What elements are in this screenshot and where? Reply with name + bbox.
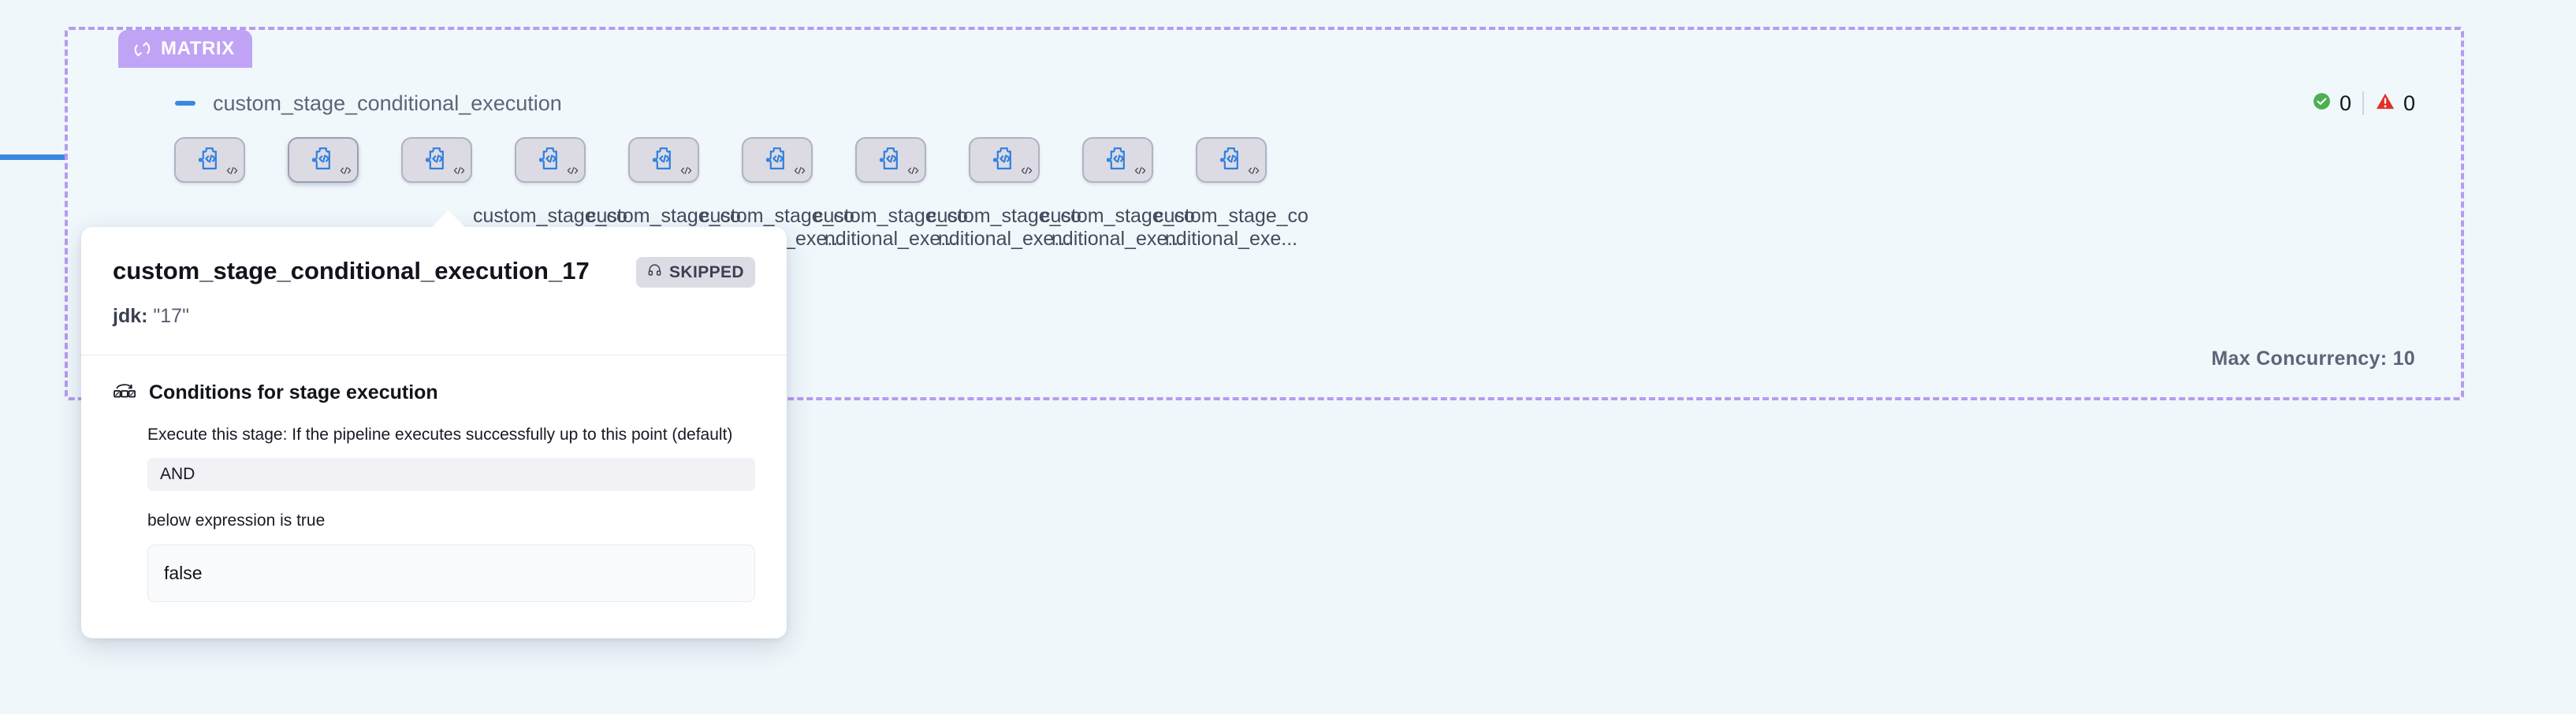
group-header: custom_stage_conditional_execution 0 — [175, 85, 2429, 121]
popover-header: custom_stage_conditional_execution_17 SK… — [81, 227, 787, 355]
warning-status[interactable]: 0 — [2375, 91, 2415, 116]
code-tag-icon — [566, 165, 579, 179]
conditions-section-header: Conditions for stage execution — [113, 379, 755, 407]
stage-node: custom_stage_conditional_exe... — [1129, 137, 1334, 251]
plugin-code-icon — [425, 146, 449, 175]
collapse-toggle-button[interactable] — [175, 87, 205, 119]
matrix-badge-label: MATRIX — [161, 38, 235, 59]
matrix-badge[interactable]: MATRIX — [118, 30, 252, 68]
popover-meta: jdk: "17" — [113, 305, 755, 328]
stage-node-button[interactable] — [855, 137, 926, 183]
success-count: 0 — [2339, 91, 2351, 115]
status-badge-label: SKIPPED — [669, 262, 744, 281]
popover-arrow — [431, 210, 466, 228]
status-badge: SKIPPED — [636, 257, 755, 288]
stage-node-button[interactable] — [1082, 137, 1153, 183]
meta-value: "17" — [153, 305, 189, 327]
plugin-code-icon — [538, 146, 562, 175]
stage-node-button[interactable] — [401, 137, 472, 183]
code-tag-icon — [1020, 165, 1033, 179]
stage-node — [221, 137, 426, 205]
popover-body: Conditions for stage execution Execute t… — [81, 355, 787, 638]
stage-node-button[interactable] — [515, 137, 586, 183]
stage-node-label: custom_stage_conditional_exe... — [1040, 205, 1195, 250]
plugin-code-icon — [1219, 146, 1243, 175]
execution-condition-description: Execute this stage: If the pipeline exec… — [147, 426, 733, 444]
conditions-section-title: Conditions for stage execution — [149, 381, 438, 403]
code-tag-icon — [1247, 165, 1260, 179]
loop-icon — [132, 39, 152, 59]
operator-field: AND — [147, 458, 755, 492]
plugin-code-icon — [879, 146, 903, 175]
stage-node-button[interactable] — [288, 137, 359, 183]
stage-node-button[interactable] — [628, 137, 699, 183]
stage-node-button[interactable] — [742, 137, 813, 183]
stage-node — [334, 137, 539, 205]
status-cluster: 0 0 — [2312, 91, 2429, 116]
incoming-edge-connector — [0, 154, 68, 160]
stage-detail-popover: custom_stage_conditional_execution_17 SK… — [81, 210, 787, 639]
code-tag-icon — [906, 165, 920, 179]
plugin-code-icon — [311, 146, 335, 175]
skipped-icon — [647, 262, 662, 282]
code-tag-icon — [339, 165, 352, 179]
plugin-code-icon — [992, 146, 1016, 175]
minus-collapse-icon — [175, 101, 195, 106]
expression-value-box: false — [147, 545, 755, 603]
plugin-code-icon — [652, 146, 676, 175]
conditional-flow-icon — [113, 379, 136, 407]
stage-node: custom_stage_conditional_exe... — [788, 137, 993, 251]
plugin-code-icon — [198, 146, 221, 175]
max-concurrency-label: Max Concurrency: 10 — [2211, 348, 2415, 370]
check-circle-icon — [2312, 91, 2332, 115]
plugin-code-icon — [765, 146, 789, 175]
code-tag-icon — [793, 165, 806, 179]
code-tag-icon — [452, 165, 466, 179]
stage-node-label: custom_stage_conditional_exe... — [813, 205, 968, 250]
popover-title: custom_stage_conditional_execution_17 — [113, 257, 590, 284]
code-tag-icon — [1134, 165, 1147, 179]
expression-label: below expression is true — [147, 511, 326, 530]
plugin-code-icon — [1106, 146, 1130, 175]
success-status[interactable]: 0 — [2312, 91, 2351, 116]
stage-node-label: custom_stage_conditional_exe... — [927, 205, 1081, 250]
status-divider — [2362, 91, 2364, 115]
stage-node — [107, 137, 312, 205]
stage-node: custom_stage_conditional_exe... — [902, 137, 1107, 251]
code-tag-icon — [225, 165, 239, 179]
group-title: custom_stage_conditional_execution — [213, 91, 562, 115]
stage-node-button[interactable] — [174, 137, 245, 183]
code-tag-icon — [679, 165, 693, 179]
warning-triangle-icon — [2375, 91, 2395, 115]
stage-node-button[interactable] — [1196, 137, 1267, 183]
stage-node-label: custom_stage_conditional_exe... — [1154, 205, 1308, 250]
warning-count: 0 — [2403, 91, 2415, 115]
stage-node-button[interactable] — [969, 137, 1040, 183]
meta-key: jdk: — [113, 305, 148, 327]
stage-node: custom_stage_conditional_exe... — [1015, 137, 1220, 251]
